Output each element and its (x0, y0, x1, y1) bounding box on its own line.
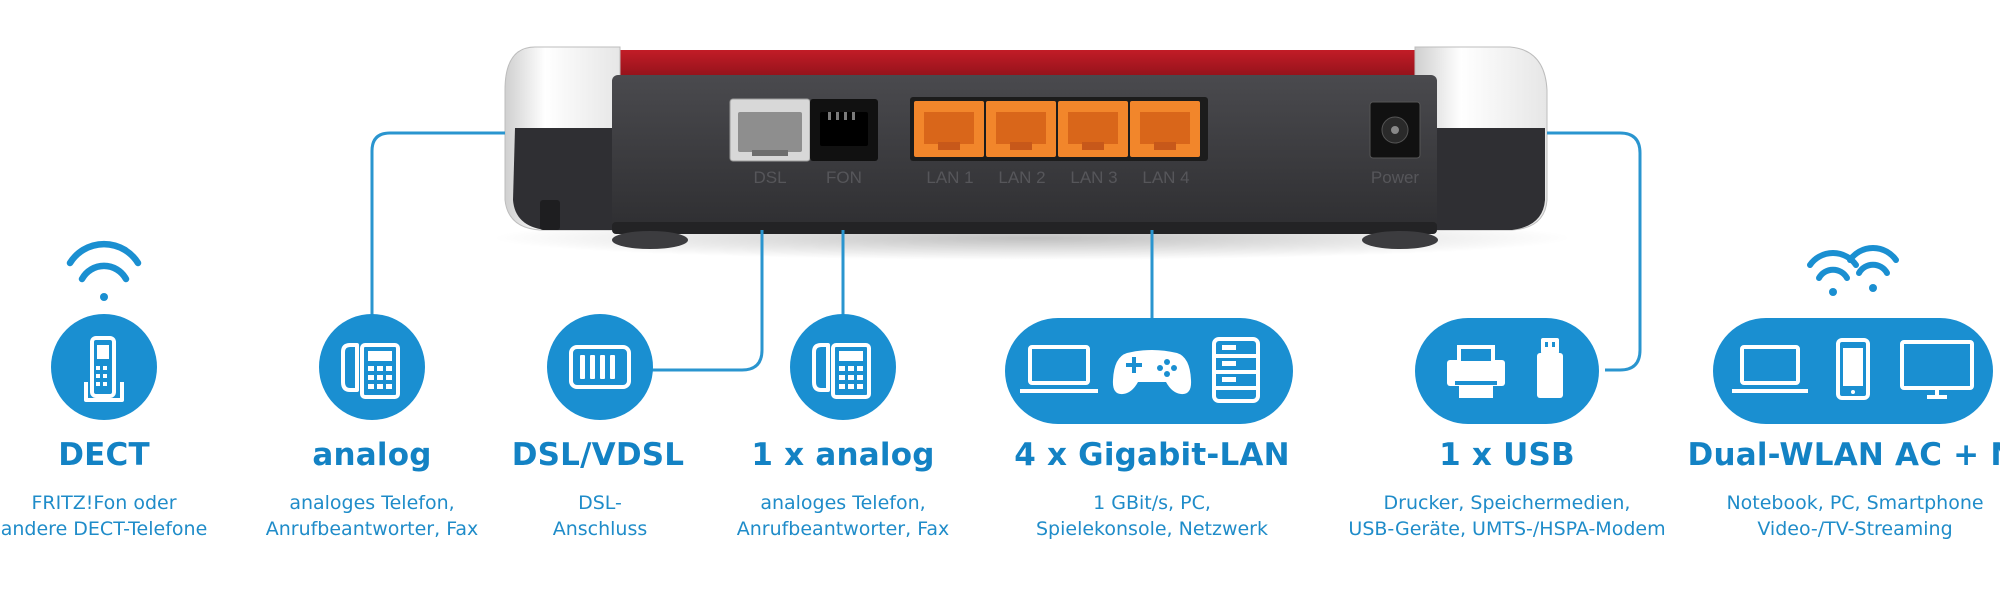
feature-desc-line2: andere DECT-Telefone (0, 518, 208, 540)
lan-port-4 (1130, 101, 1200, 157)
feature-desc-line1: 1 GBit/s, PC, (1093, 492, 1211, 514)
dsl-connector-line (652, 230, 764, 372)
monitor-icon (1900, 340, 1974, 399)
lan2-port-label: LAN 2 (998, 168, 1045, 187)
feature-title: 4 x Gigabit-LAN (1014, 437, 1290, 473)
dsl-port (729, 98, 811, 162)
usb-badge (1415, 318, 1599, 424)
dsl-port-label: DSL (753, 168, 786, 187)
printer-icon (1447, 345, 1505, 398)
feature-title: DECT (58, 437, 150, 473)
lan-port-2 (986, 101, 1056, 157)
lan1-port-label: LAN 1 (926, 168, 973, 187)
feature-desc-line1: DSL- (578, 492, 622, 514)
dect-badge (51, 240, 157, 420)
connector-lines (370, 131, 1642, 372)
analog-connector-line (370, 131, 505, 320)
laptop-icon (1020, 345, 1098, 393)
dsl-modem-icon (569, 345, 631, 389)
feature-desc-line1: analoges Telefon, (760, 492, 926, 514)
feature-title: analog (312, 437, 432, 473)
wifi-icon (66, 240, 142, 301)
cordless-phone-icon (84, 336, 124, 402)
one-analog-badge (790, 314, 896, 420)
fon-port (810, 99, 878, 161)
fon-port-label: FON (826, 168, 862, 187)
feature-title: 1 x USB (1439, 437, 1575, 473)
power-jack (1369, 101, 1421, 159)
lan4-port-label: LAN 4 (1142, 168, 1189, 187)
lan3-port-label: LAN 3 (1070, 168, 1117, 187)
server-icon (1212, 337, 1260, 403)
dual-wlan-badge (1713, 245, 1993, 424)
lan-port-3 (1058, 101, 1128, 157)
feature-desc-line2: Anrufbeantworter, Fax (736, 518, 950, 540)
feature-title: Dual-WLAN AC + N (1687, 437, 2000, 473)
analog-badge (319, 314, 425, 420)
gamepad-icon (1112, 350, 1192, 395)
dsl-badge (547, 314, 653, 420)
smartphone-icon (1836, 338, 1870, 400)
usb-stick-icon (1537, 338, 1563, 398)
feature-desc-line1: Notebook, PC, Smartphone (1726, 492, 1984, 514)
desk-phone-icon (341, 343, 400, 399)
feature-desc-line1: Drucker, Speichermedien, (1383, 492, 1631, 514)
desk-phone-icon (812, 343, 871, 399)
feature-desc-line1: FRITZ!Fon oder (31, 492, 177, 514)
feature-desc-line2: Video-/TV-Streaming (1757, 518, 1953, 540)
lan-port-1 (914, 101, 984, 157)
wifi-dual-icon (1807, 245, 1899, 296)
feature-title: DSL/VDSL (511, 437, 685, 473)
feature-desc-line1: analoges Telefon, (289, 492, 455, 514)
feature-desc-line2: Anrufbeantworter, Fax (265, 518, 479, 540)
gigabit-lan-badge (1005, 318, 1293, 424)
feature-desc-line2: Spielekonsole, Netzwerk (1036, 518, 1268, 540)
lan-ports (910, 97, 1208, 161)
feature-title: 1 x analog (751, 437, 935, 473)
feature-desc-line2: Anschluss (552, 518, 648, 540)
power-port-label: Power (1371, 168, 1420, 187)
usb-connector-line (1547, 131, 1642, 372)
laptop-icon (1732, 345, 1808, 393)
feature-desc-line2: USB-Geräte, UMTS-/HSPA-Modem (1348, 518, 1666, 540)
